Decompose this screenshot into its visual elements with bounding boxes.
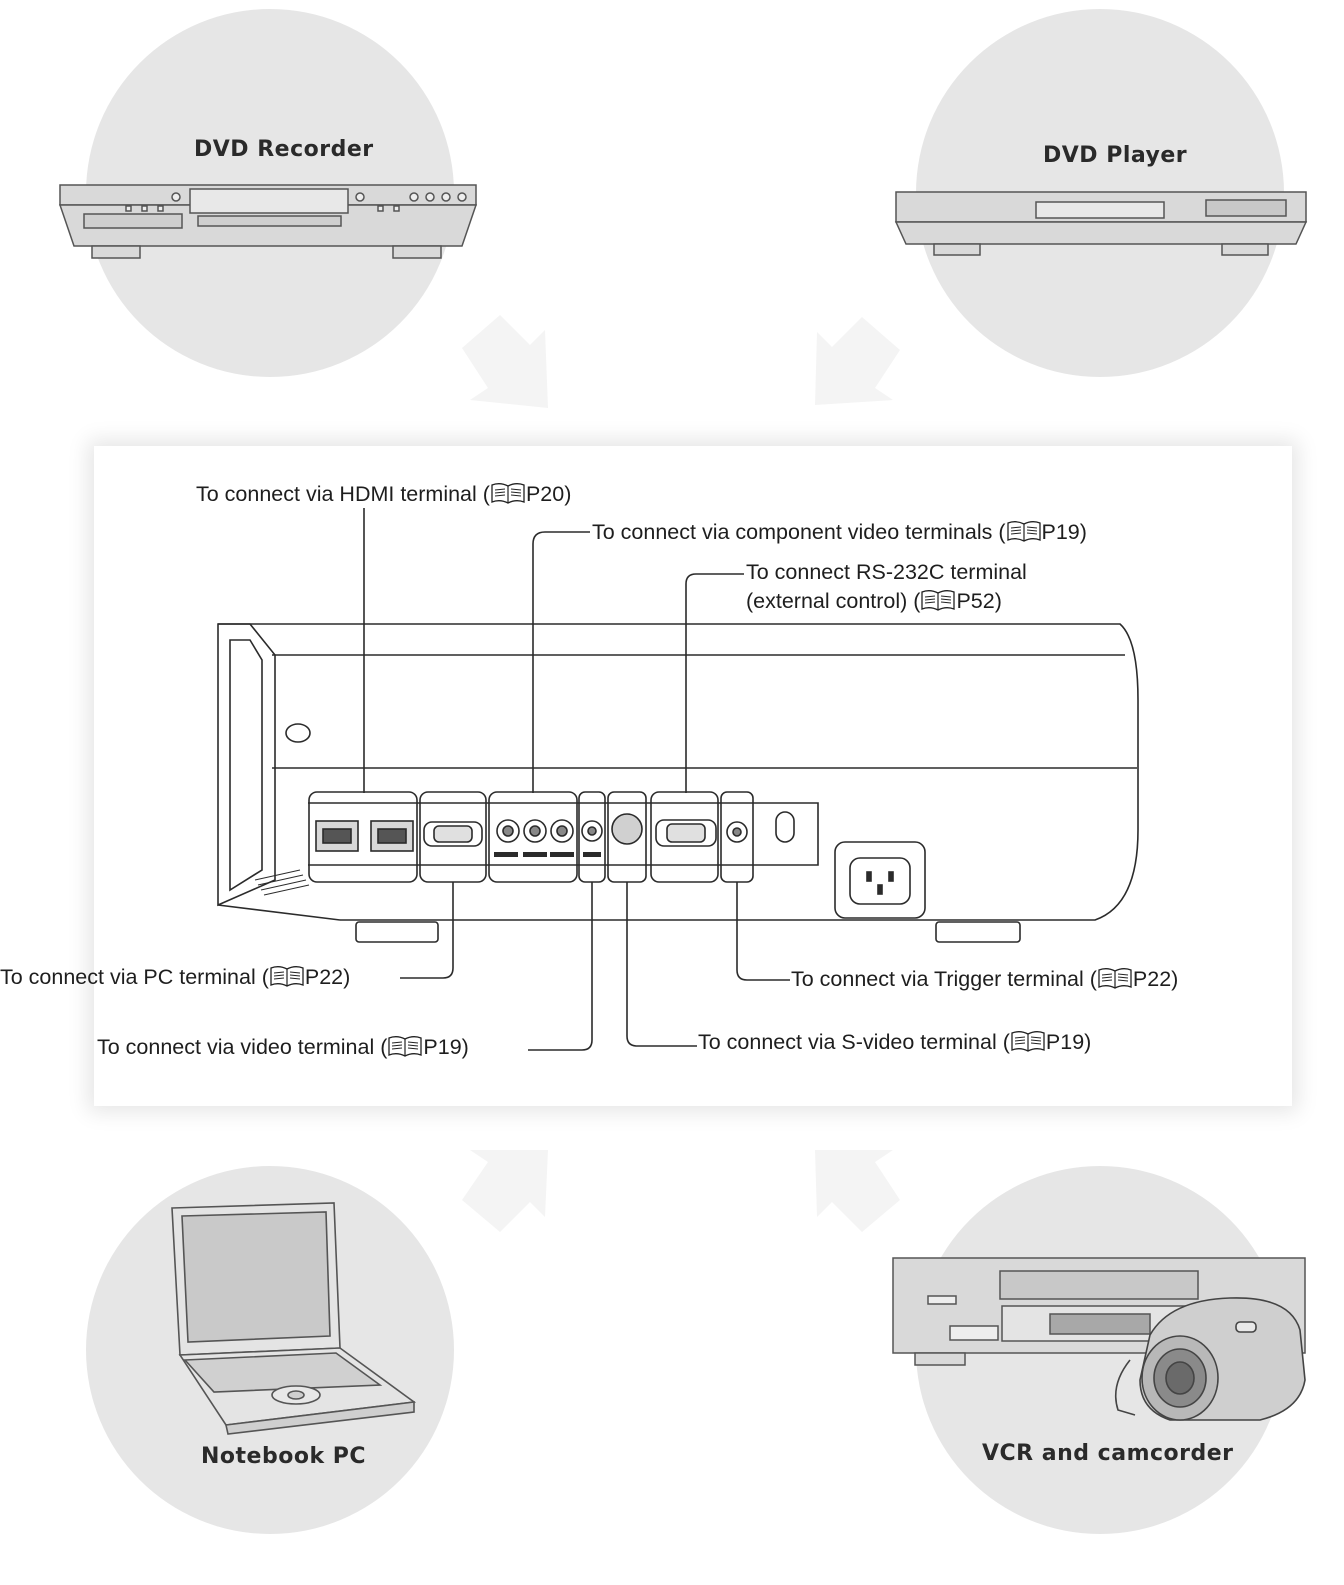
vcr-camcorder-label: VCR and camcorder	[982, 1441, 1234, 1466]
callout-svideo-page: P19)	[1045, 1030, 1092, 1054]
callout-rs232-page: P52)	[956, 589, 1002, 613]
callout-pc-page: P22)	[304, 965, 351, 989]
callout-svideo: To connect via S-video terminal ( P19)	[698, 1028, 1091, 1057]
callout-trigger-page: P22)	[1132, 967, 1179, 991]
callout-component-text: To connect via component video terminals…	[592, 520, 1006, 544]
book-reference-icon	[1011, 1031, 1045, 1052]
callout-trigger: To connect via Trigger terminal ( P22)	[791, 965, 1178, 994]
callout-pc: To connect via PC terminal ( P22)	[0, 963, 350, 992]
callout-svideo-text: To connect via S-video terminal (	[698, 1030, 1010, 1054]
arrow-top-right-icon	[815, 317, 900, 405]
callout-rs232: To connect RS-232C terminal (external co…	[746, 558, 1027, 616]
terminal-label-marks	[494, 852, 601, 857]
callout-video-text: To connect via video terminal (	[97, 1035, 388, 1059]
callout-hdmi-text: To connect via HDMI terminal (	[196, 482, 490, 506]
callout-video-page: P19)	[423, 1035, 469, 1059]
leader-svideo	[626, 882, 697, 1047]
leader-trigger	[736, 882, 790, 981]
callout-video: To connect via video terminal ( P19)	[97, 1033, 469, 1062]
dvd-player-label: DVD Player	[1043, 143, 1188, 168]
connection-panel	[94, 446, 1292, 1106]
arrow-bottom-right-icon	[815, 1150, 900, 1232]
leader-video	[528, 882, 593, 1051]
book-reference-icon	[1006, 521, 1041, 542]
callout-rs232-text: (external control) (	[746, 589, 921, 613]
callout-component-page: P19)	[1041, 520, 1087, 544]
dvd-recorder-label: DVD Recorder	[194, 137, 374, 162]
dvd-player-illustration	[894, 191, 1308, 256]
callout-hdmi: To connect via HDMI terminal ( P20)	[196, 480, 571, 509]
callout-hdmi-page: P20)	[525, 482, 572, 506]
book-reference-icon	[388, 1036, 423, 1057]
callout-component: To connect via component video terminals…	[592, 518, 1087, 547]
notebook-pc-label: Notebook PC	[201, 1444, 366, 1469]
callout-trigger-text: To connect via Trigger terminal (	[791, 967, 1097, 991]
arrow-bottom-left-icon	[462, 1150, 548, 1232]
callout-rs232-line1: To connect RS-232C terminal	[746, 560, 1027, 584]
book-reference-icon	[921, 590, 956, 611]
callout-pc-text: To connect via PC terminal (	[0, 965, 269, 989]
dvd-recorder-illustration	[58, 184, 478, 259]
leader-pc	[400, 882, 454, 979]
camcorder-illustration	[1114, 1297, 1306, 1421]
leader-component	[532, 531, 590, 793]
book-reference-icon	[491, 483, 525, 504]
arrow-top-left-icon	[462, 315, 548, 408]
callout-rs232-line2: (external control) ( P52)	[746, 587, 1027, 616]
leader-lines	[363, 508, 790, 1051]
notebook-pc-illustration	[171, 1202, 417, 1435]
projector-rear-illustration	[217, 623, 1139, 943]
book-reference-icon	[270, 966, 304, 987]
leader-rs232	[685, 573, 744, 793]
book-reference-icon	[1098, 968, 1132, 989]
